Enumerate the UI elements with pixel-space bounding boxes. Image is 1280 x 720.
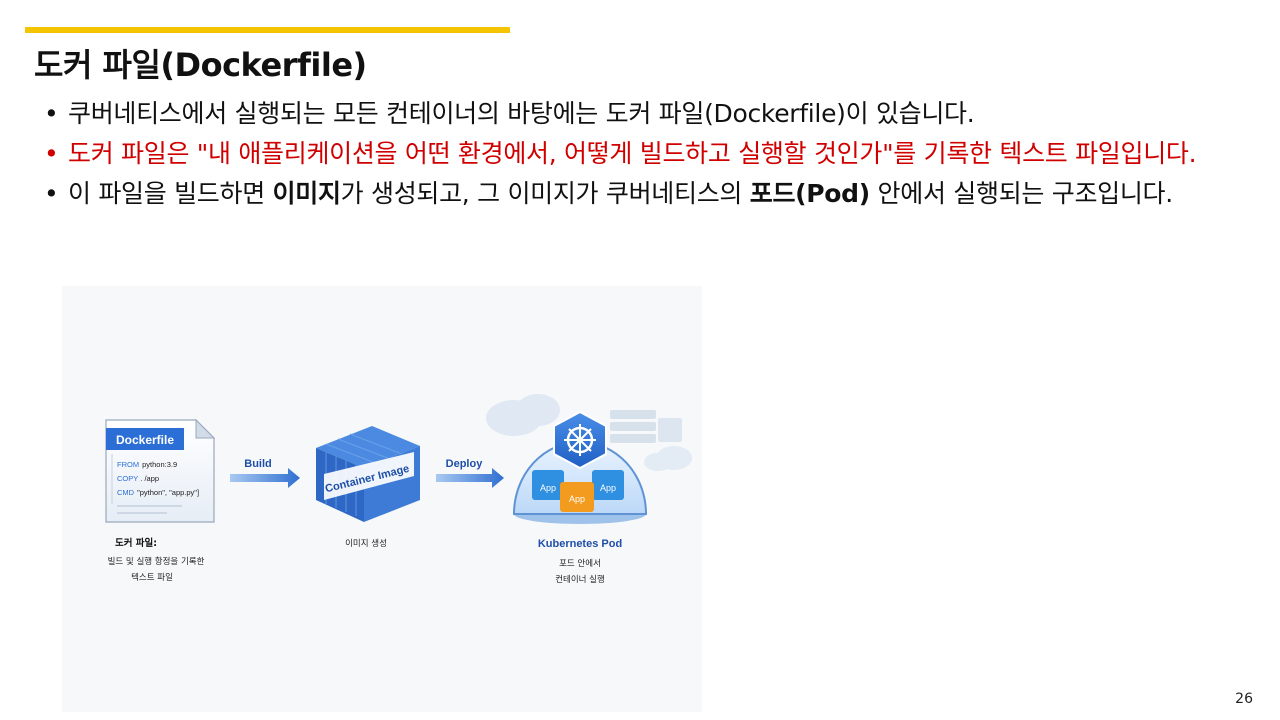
bullet-bold-pod: 포드(Pod) <box>749 179 870 208</box>
bullet-item-highlight: • 도커 파일은 "내 애플리케이션을 어떤 환경에서, 어떻게 빌드하고 실행… <box>44 136 1234 172</box>
bullet-text-post: 안에서 실행되는 구조입니다. <box>869 179 1174 208</box>
bullet-dot: • <box>44 179 59 208</box>
svg-text:CMD"python", "app.py"]: CMD"python", "app.py"] <box>117 488 199 497</box>
slide-title: 도커 파일(Dockerfile) <box>34 40 367 86</box>
bullet-text-pre: 이 파일을 빌드하면 <box>68 179 273 208</box>
slide-title-ko: 도커 파일 <box>34 46 161 84</box>
code-keyword: COPY <box>117 474 138 483</box>
code-keyword: CMD <box>117 488 135 497</box>
bullet-list: • 쿠버네티스에서 실행되는 모든 컨테이너의 바탕에는 도커 파일(Docke… <box>44 96 1234 216</box>
title-accent-bar <box>25 27 510 33</box>
code-arg: "python", "app.py"] <box>137 488 199 497</box>
caption-pod-line1: 포드 안에서 <box>559 558 601 569</box>
dockerfile-tab-label: Dockerfile <box>116 433 174 447</box>
bullet-item: • 이 파일을 빌드하면 이미지가 생성되고, 그 이미지가 쿠버네티스의 포드… <box>44 176 1234 212</box>
kubernetes-logo-icon <box>553 410 607 470</box>
caption-doc-line2: 텍스트 파일 <box>131 572 173 583</box>
caption-pod-title: Kubernetes Pod <box>538 538 622 550</box>
caption-pod-line2: 컨테이너 실행 <box>555 574 605 585</box>
caption-doc-title: 도커 파일: <box>115 537 157 549</box>
bullet-bold-image: 이미지 <box>272 179 341 208</box>
caption-doc-line1: 빌드 및 실행 항정을 기록한 <box>108 556 205 567</box>
bullet-text: 도커 파일은 "내 애플리케이션을 어떤 환경에서, 어떻게 빌드하고 실행할 … <box>68 139 1197 168</box>
code-keyword: FROM <box>117 460 139 469</box>
caption-image: 이미지 생성 <box>345 538 387 549</box>
deploy-label: Deploy <box>446 458 484 470</box>
code-arg: python:3.9 <box>142 460 177 469</box>
server-rack-icon <box>610 410 682 443</box>
bullet-item: • 쿠버네티스에서 실행되는 모든 컨테이너의 바탕에는 도커 파일(Docke… <box>44 96 1234 132</box>
slide-title-en: (Dockerfile) <box>160 46 367 84</box>
build-label: Build <box>244 458 272 470</box>
cloud-icon <box>486 394 692 471</box>
svg-text:COPY. /app: COPY. /app <box>117 474 159 483</box>
kubernetes-pod-icon: App App App <box>512 441 648 524</box>
bullet-dot: • <box>44 99 59 128</box>
bullet-text-mid: 가 생성되고, 그 이미지가 쿠버네티스의 <box>340 179 750 208</box>
app-label: App <box>600 483 616 493</box>
bullet-dot: • <box>44 139 59 168</box>
page-number: 26 <box>1235 691 1253 707</box>
app-label: App <box>540 483 556 493</box>
container-image-icon: Container Image <box>316 426 420 522</box>
bullet-text: 쿠버네티스에서 실행되는 모든 컨테이너의 바탕에는 도커 파일(Dockerf… <box>68 99 975 128</box>
arrow-right-icon <box>230 468 300 488</box>
code-arg: . /app <box>140 474 159 483</box>
app-label: App <box>569 494 585 504</box>
arrow-right-icon <box>436 468 504 488</box>
